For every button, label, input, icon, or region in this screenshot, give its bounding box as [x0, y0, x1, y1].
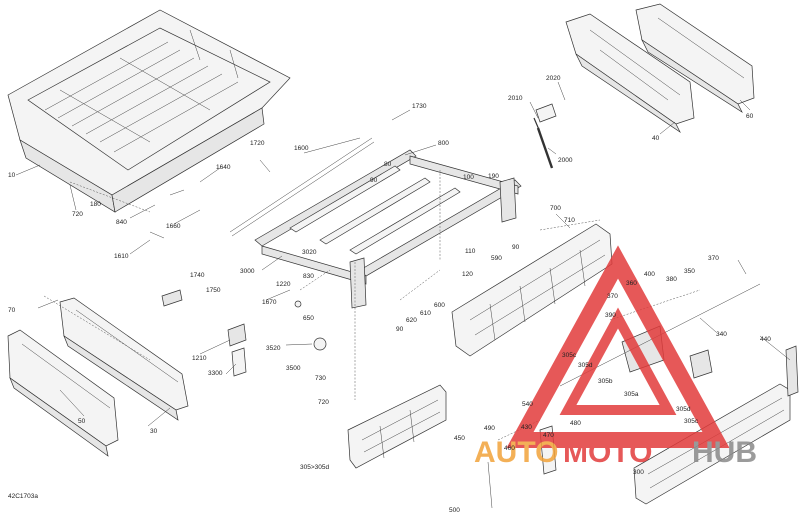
callout: 340: [716, 331, 727, 338]
callout: 1750: [206, 287, 221, 294]
callout: 305c: [562, 352, 577, 359]
callout: 70: [8, 307, 16, 314]
callout: 1600: [294, 145, 309, 152]
callout: 3300: [208, 370, 223, 377]
callout: 1640: [216, 164, 231, 171]
callout: 100: [463, 174, 474, 181]
tailgate-grille-part-700: [451, 223, 613, 357]
lower-grille-part-305: [347, 384, 447, 469]
callout: 600: [434, 302, 445, 309]
callout: 10: [8, 172, 16, 179]
callout: 390: [605, 312, 616, 319]
callout: 305c: [684, 418, 699, 425]
callout: 1730: [412, 103, 427, 110]
callout: 360: [626, 280, 637, 287]
callout: 305a: [624, 391, 639, 398]
alignment-lines: [43, 170, 701, 441]
callout: 540: [522, 401, 533, 408]
callout: 90: [512, 244, 520, 251]
callout: 1740: [190, 272, 205, 279]
callout: 450: [454, 435, 465, 442]
frame-part-800: [229, 137, 522, 309]
callout: 2020: [546, 75, 561, 82]
callout: 3020: [302, 249, 317, 256]
side-panel-part-60: [635, 3, 755, 113]
callout: 1670: [262, 299, 277, 306]
gas-spring-part-2000: [533, 103, 557, 169]
callout: 470: [543, 432, 554, 439]
watermark-logo: AUTO MOTO HUB: [474, 245, 757, 469]
callout: 1610: [114, 253, 129, 260]
callout: 305b: [598, 378, 613, 385]
callout: 840: [116, 219, 127, 226]
callout: 305d: [676, 406, 691, 413]
callout: 1720: [250, 140, 265, 147]
side-panel-part-40: [565, 13, 695, 134]
callout: 620: [406, 317, 417, 324]
callout: 720: [72, 211, 83, 218]
callout: 830: [303, 273, 314, 280]
callout: 480: [570, 420, 581, 427]
watermark-triangle-icon: [506, 245, 730, 448]
callout: 300: [633, 469, 644, 476]
diagram-code: 42C1703a: [8, 493, 38, 500]
callout: 370: [607, 293, 618, 300]
callout: 350: [684, 268, 695, 275]
callout: 2010: [508, 95, 523, 102]
callout: 90: [396, 326, 404, 333]
callout: 1660: [166, 223, 181, 230]
callout: 590: [491, 255, 502, 262]
callout: 3000: [240, 268, 255, 275]
callout: 1220: [276, 281, 291, 288]
callout: 370: [708, 255, 719, 262]
callout: 800: [438, 140, 449, 147]
watermark-text-auto: AUTO: [474, 436, 558, 469]
callout: 710: [564, 217, 575, 224]
callout: 40: [652, 135, 660, 142]
callout: 720: [318, 399, 329, 406]
side-panel-part-30: [59, 297, 189, 421]
callout: 30: [150, 428, 158, 435]
callout: 120: [462, 271, 473, 278]
watermark-text-hub: HUB: [692, 436, 757, 469]
callout: 3520: [266, 345, 281, 352]
callout: 305d: [578, 362, 593, 369]
callout: 110: [465, 248, 476, 255]
callout: 190: [488, 173, 499, 180]
callout: 1210: [192, 355, 207, 362]
callout: 500: [449, 507, 460, 514]
callout: 180: [90, 201, 101, 208]
callout: 380: [666, 276, 677, 283]
callout: 50: [78, 418, 86, 425]
leader-lines: [15, 81, 791, 427]
callout: 90: [370, 177, 378, 184]
side-panel-part-50: [7, 329, 119, 457]
callout: 610: [420, 310, 431, 317]
watermark-text-moto: MOTO: [563, 436, 652, 469]
callout: 730: [315, 375, 326, 382]
callout: 430: [521, 424, 532, 431]
callout: 490: [484, 425, 495, 432]
callout: 650: [303, 315, 314, 322]
callout: 2000: [558, 157, 573, 164]
callout: 400: [644, 271, 655, 278]
callout: 80: [384, 161, 392, 168]
callout: 60: [746, 113, 754, 120]
callout: 440: [760, 336, 771, 343]
callout: 460: [504, 445, 515, 452]
callout-labels: 10 180 720 840 1610 1660 1640 1720 1600 …: [8, 75, 771, 514]
callout: 305>305d: [300, 464, 329, 471]
cargo-box-part-10: [7, 9, 291, 213]
callout: 700: [550, 205, 561, 212]
callout: 3500: [286, 365, 301, 372]
